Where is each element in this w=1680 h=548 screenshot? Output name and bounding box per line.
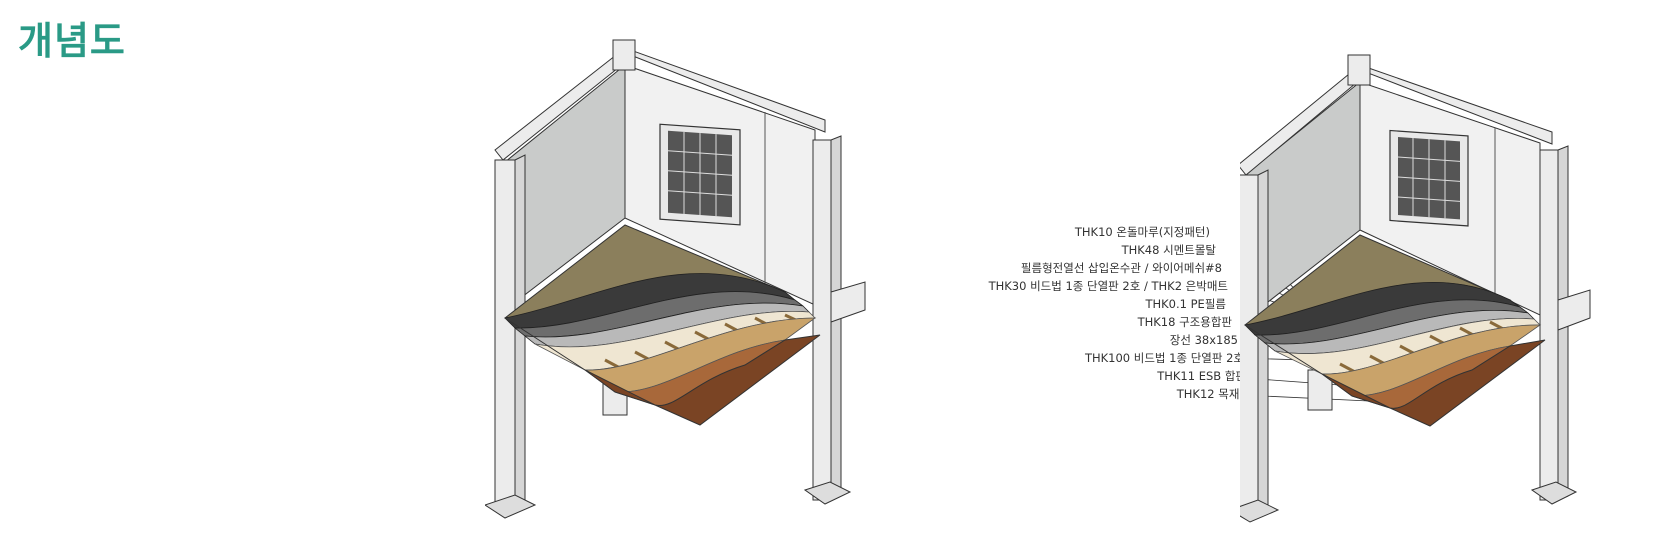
window-icon — [1389, 129, 1469, 227]
layer-labels: THK10 온돌마루(지정패턴) THK48 시멘트몰탈 필름형전열선 삽입온수… — [960, 224, 1250, 424]
floor-section-illustration-right — [1199, 54, 1591, 523]
concept-diagram-left — [483, 0, 945, 544]
layer-label: 필름형전열선 삽입온수관 / 와이어메쉬#8 — [1020, 261, 1222, 275]
layer-label: 장선 38x185 — [1169, 333, 1238, 347]
layer-label: THK0.1 PE필름 — [1145, 297, 1226, 311]
layer-label: THK10 온돌마루(지정패턴) — [1074, 225, 1210, 239]
window-icon — [659, 123, 741, 226]
layer-label: THK30 비드법 1종 단열판 2호 / THK2 은박매트 — [988, 279, 1228, 293]
floor-section-illustration-left — [483, 39, 866, 519]
layer-label: THK18 구조용합판 — [1137, 315, 1232, 329]
concept-diagram-right — [1199, 0, 1680, 544]
layer-label: THK48 시멘트몰탈 — [1121, 243, 1216, 257]
layer-label: THK100 비드법 1종 단열판 2호 — [1084, 351, 1244, 365]
layer-label: THK12 목재널 — [1176, 387, 1250, 401]
page-title: 개념도 — [18, 19, 126, 63]
layer-label: THK11 ESB 합판 — [1157, 369, 1246, 383]
